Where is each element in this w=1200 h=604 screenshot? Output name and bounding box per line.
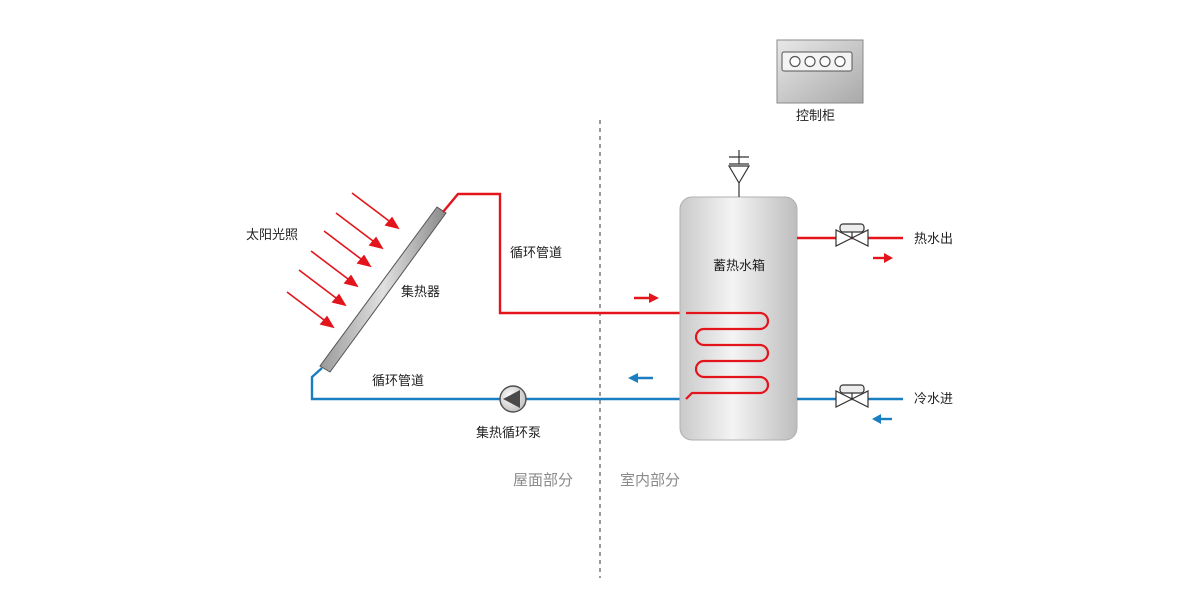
control-knob — [819, 55, 831, 68]
control-knob — [834, 55, 846, 68]
flow-arrow-hot — [634, 293, 659, 303]
hot-water-outlet — [797, 223, 903, 263]
tank-vent-valve — [727, 150, 751, 197]
control-knob — [789, 55, 801, 68]
sun-ray-arrow — [335, 212, 384, 250]
sun-ray-arrow — [323, 230, 372, 268]
cold-water-in-label: 冷水进 — [914, 392, 954, 407]
sun-ray-arrow — [298, 269, 347, 307]
inlet-valve-icon — [835, 384, 869, 408]
storage-tank — [679, 196, 798, 441]
pump-label: 集热循环泵 — [476, 426, 542, 441]
sunlight-arrows — [286, 192, 400, 329]
sun-ray-arrow — [351, 192, 400, 230]
hot-supply-pipe — [442, 192, 686, 315]
sun-ray-arrow — [286, 291, 335, 329]
storage-tank-label: 蓄热水箱 — [713, 259, 766, 274]
collector-label: 集热器 — [401, 285, 441, 300]
hot-water-out-label: 热水出 — [914, 232, 954, 247]
circulation-pipe-lower-label: 循环管道 — [372, 374, 425, 389]
cold-in-arrow — [872, 414, 892, 424]
control-cabinet — [776, 39, 864, 104]
indoor-section-label: 室内部分 — [620, 471, 681, 489]
outlet-valve-icon — [835, 223, 869, 247]
control-knob — [804, 55, 816, 68]
circulation-pump — [499, 385, 527, 413]
sunlight-label: 太阳光照 — [246, 228, 299, 243]
sun-ray-arrow — [310, 250, 359, 288]
cold-return-pipe — [310, 367, 686, 401]
roof-section-label: 屋面部分 — [513, 471, 574, 489]
hot-out-arrow — [873, 253, 893, 263]
control-panel-display — [781, 51, 853, 72]
circulation-pipe-upper-label: 循环管道 — [510, 246, 563, 261]
control-cabinet-label: 控制柜 — [796, 109, 836, 124]
heating-coil — [685, 311, 770, 400]
flow-arrow-cold — [628, 373, 653, 383]
cold-water-inlet — [797, 384, 903, 424]
